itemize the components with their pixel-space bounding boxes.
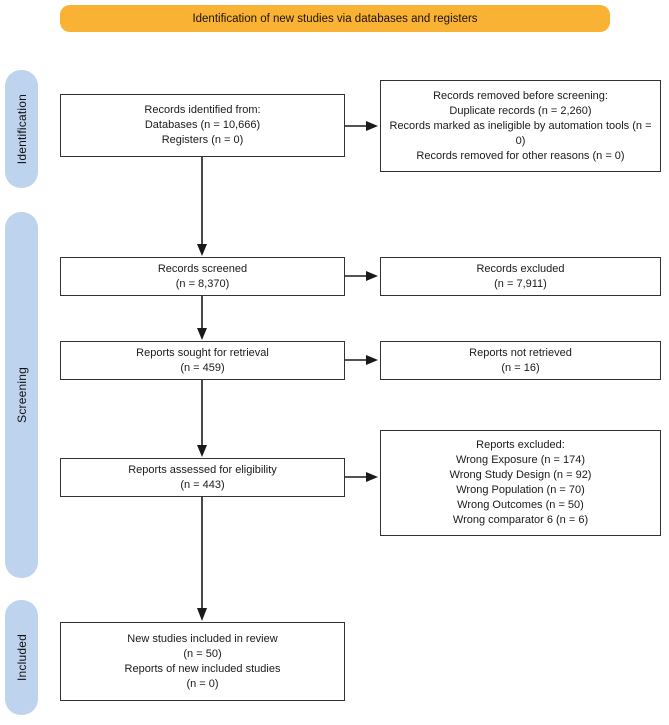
box-line: Duplicate records (n = 2,260)	[449, 104, 592, 117]
stage-label-included-text: Included	[14, 634, 29, 681]
box-reports-sought-for-retrieval: Reports sought for retrieval (n = 459)	[60, 341, 345, 380]
box-line: Reports sought for retrieval	[136, 346, 269, 359]
box-line: Wrong Population (n = 70)	[456, 484, 585, 496]
box-line: Wrong comparator 6 (n = 6)	[452, 514, 589, 526]
box-line: Records removed before screening:	[433, 89, 608, 102]
box-line: (n = 459)	[180, 361, 225, 374]
box-line: Records identified from:	[144, 104, 261, 116]
stage-label-screening: Screening	[5, 212, 38, 578]
box-line: Records removed for other reasons (n = 0…	[416, 149, 625, 162]
box-line: Databases (n = 10,666)	[144, 119, 261, 131]
box-line: Records marked as ineligible by automati…	[389, 119, 652, 147]
box-line: Reports assessed for eligibility	[128, 463, 277, 476]
box-line: (n = 16)	[501, 361, 540, 374]
box-line: Reports excluded:	[476, 439, 565, 451]
box-line: Records screened	[157, 262, 248, 275]
stage-label-identification-text: Identification	[14, 93, 29, 165]
banner-label: Identification of new studies via databa…	[192, 12, 478, 25]
box-line: (n = 50)	[183, 647, 222, 660]
box-line: New studies included in review	[127, 632, 278, 645]
box-reports-not-retrieved: Reports not retrieved (n = 16)	[380, 341, 661, 380]
box-line: (n = 0)	[186, 677, 219, 690]
box-records-identified: Records identified from: Databases (n = …	[60, 94, 345, 157]
box-new-studies-included: New studies included in review (n = 50) …	[60, 622, 345, 701]
box-line: Wrong Exposure (n = 174)	[455, 454, 586, 466]
box-reports-assessed-for-eligibility: Reports assessed for eligibility (n = 44…	[60, 458, 345, 497]
box-line: Wrong Study Design (n = 92)	[449, 469, 592, 481]
stage-label-screening-text: Screening	[14, 367, 29, 423]
box-line: (n = 443)	[180, 478, 225, 491]
box-line: Wrong Outcomes (n = 50)	[457, 499, 584, 511]
stage-label-included: Included	[5, 600, 38, 715]
box-line: (n = 7,911)	[494, 277, 547, 290]
box-records-removed-before-screening: Records removed before screening: Duplic…	[380, 80, 661, 172]
stage-label-identification: Identification	[5, 70, 38, 188]
box-reports-excluded: Reports excluded: Wrong Exposure (n = 17…	[380, 430, 661, 536]
box-line: (n = 8,370)	[175, 277, 230, 290]
box-line: Reports of new included studies	[124, 662, 281, 675]
box-line: Registers (n = 0)	[161, 134, 244, 146]
box-line: Reports not retrieved	[469, 346, 572, 359]
box-line: Records excluded	[476, 262, 565, 275]
box-records-excluded: Records excluded (n = 7,911)	[380, 257, 661, 296]
box-records-screened: Records screened (n = 8,370)	[60, 257, 345, 296]
banner-identification-new-studies: Identification of new studies via databa…	[60, 5, 610, 32]
